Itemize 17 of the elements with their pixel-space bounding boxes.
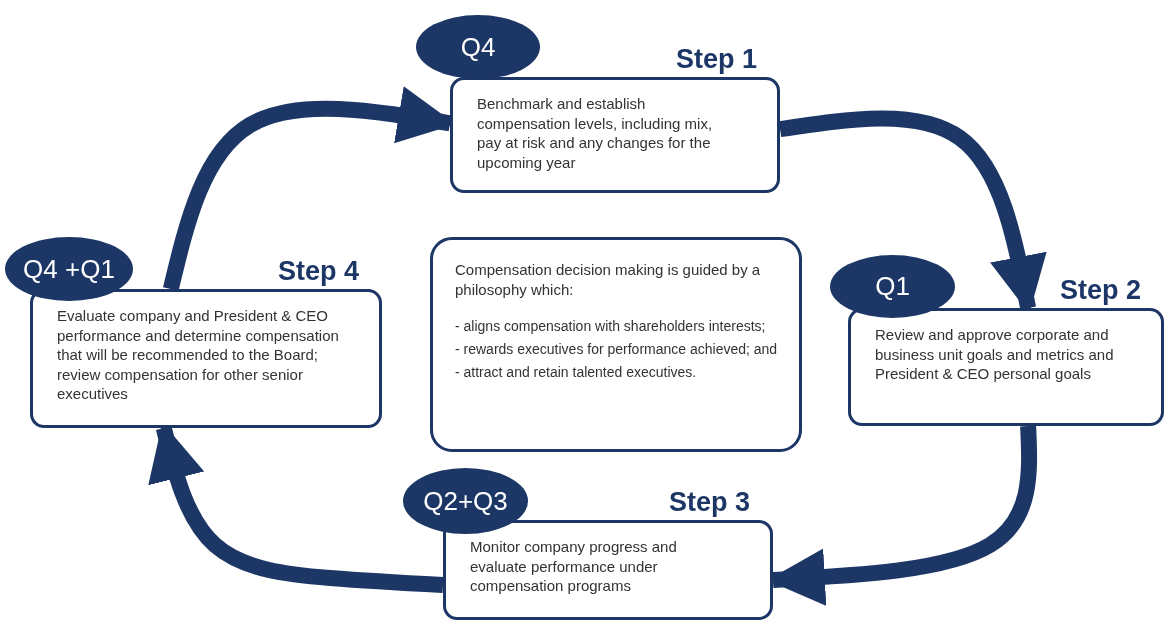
step-description: Monitor company progress and evaluate performance under compensation programs [470, 537, 678, 596]
step-description: Benchmark and establish compensation levels, including mix, pay at risk and any changes for the upcoming year [477, 94, 714, 172]
step-heading: Step 2 [1059, 274, 1141, 307]
step-description: Evaluate company and President & CEO performance and determine compensation that will be recommended to the Board; review compensation for other senior executives [57, 306, 339, 404]
bullet-item: - rewards executives for performance achieved; and [455, 340, 779, 359]
quarter-label: Q4 +Q1 [23, 253, 115, 285]
step-heading: Step 3 [668, 486, 750, 519]
step-heading: Step 4 [277, 255, 359, 288]
philosophy-box [430, 237, 802, 452]
quarter-label: Q2+Q3 [423, 485, 508, 517]
bullet-item: - aligns compensation with shareholders interests; [455, 317, 767, 336]
step-heading: Step 1 [675, 43, 757, 76]
quarter-label: Q1 [875, 271, 910, 302]
quarter-label: Q4 [460, 31, 496, 63]
philosophy-intro: Compensation decision making is guided by a philosophy which: [455, 260, 762, 299]
bullet-item: - attract and retain talented executives. [455, 363, 698, 382]
step-description: Review and approve corporate and business unit goals and metrics and President & CEO personal goals [875, 325, 1115, 384]
